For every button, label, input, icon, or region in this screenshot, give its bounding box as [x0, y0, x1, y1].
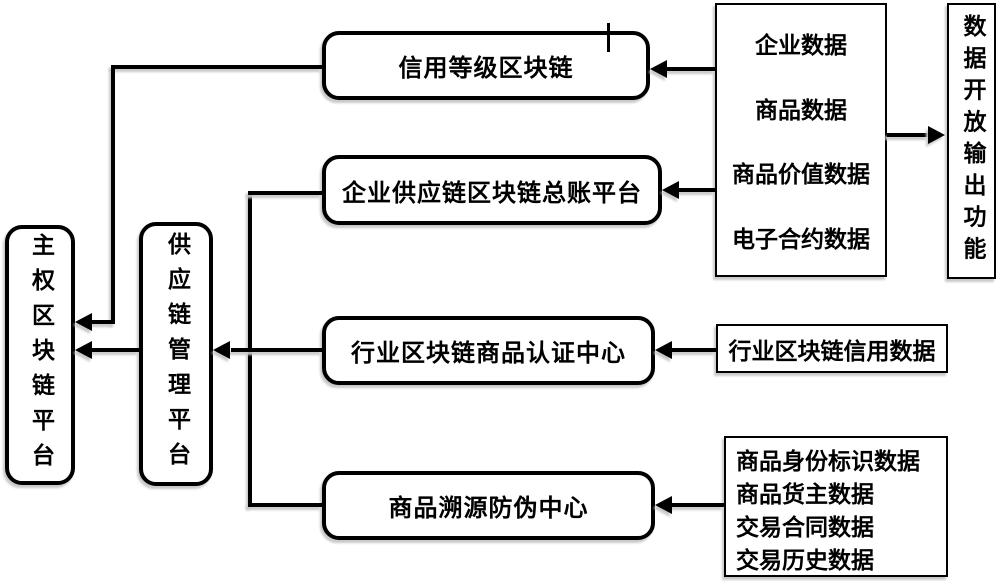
- node-supply-chain-management-platform: 供应链管理平台: [139, 222, 213, 486]
- connector-enterprisedata-to-output-line: [887, 133, 928, 137]
- arrowhead-into-sovereign-bottom: [75, 341, 92, 359]
- connector-industrycredit-to-cert-line: [672, 348, 716, 352]
- data-item: 商品数据: [755, 97, 847, 124]
- connector-supply-to-sovereign-line: [91, 348, 139, 352]
- node-industry-certification-center: 行业区块链商品认证中心: [322, 316, 655, 385]
- node-label: 企业供应链区块链总账平台: [342, 178, 642, 207]
- arrowhead-into-cert-center: [655, 341, 672, 359]
- data-item: 商品身份标识数据: [736, 449, 920, 475]
- connector-enterprisedata-to-ledger-line: [679, 188, 715, 192]
- data-item: 交易合同数据: [736, 515, 874, 541]
- node-traceability-anticounterfeit-center: 商品溯源防伪中心: [322, 471, 655, 540]
- node-enterprise-ledger-platform: 企业供应链区块链总账平台: [322, 155, 662, 225]
- arrowhead-into-data-output: [928, 126, 945, 144]
- arrowhead-into-trace-center: [655, 496, 672, 514]
- arrowhead-into-ledger-platform: [662, 181, 679, 199]
- node-credit-rating-blockchain: 信用等级区块链: [322, 31, 650, 100]
- node-label: 主权区块链平台: [27, 232, 54, 478]
- node-goods-data-list: 商品身份标识数据 商品货主数据 交易合同数据 交易历史数据: [724, 436, 948, 577]
- arrowhead-into-credit-blockchain: [650, 60, 667, 78]
- connector-enterprisedata-to-credit-line: [667, 67, 715, 71]
- connector-cert-to-supply-line: [231, 348, 322, 352]
- data-item: 电子合约数据: [732, 226, 870, 253]
- data-item: 商品货主数据: [736, 482, 874, 508]
- connector-credit-to-sovereign-stub: [90, 320, 114, 324]
- node-label: 供应链管理平台: [163, 231, 190, 477]
- connector-credit-to-sovereign-hline: [111, 65, 322, 69]
- node-label: 商品溯源防伪中心: [388, 494, 589, 522]
- node-label: 行业区块链信用数据: [728, 338, 936, 365]
- node-label: 信用等级区块链: [398, 54, 574, 82]
- node-data-open-output-function: 数据开放输出功能: [947, 3, 996, 279]
- node-industry-credit-data: 行业区块链信用数据: [716, 324, 948, 373]
- node-sovereign-blockchain-platform: 主权区块链平台: [5, 225, 75, 485]
- arrowhead-into-sovereign-top: [75, 313, 92, 331]
- node-label: 行业区块链商品认证中心: [351, 339, 626, 367]
- connector-credit-to-sovereign-vline: [111, 65, 115, 324]
- data-item: 交易历史数据: [736, 548, 874, 574]
- connector-trunk-bottom-hline: [248, 503, 322, 507]
- connector-goodsdata-to-trace-line: [672, 503, 724, 507]
- connector-trunk-top-hline: [248, 191, 322, 195]
- data-item: 企业数据: [755, 33, 847, 60]
- node-label: 数据开放输出功能: [959, 14, 985, 268]
- data-item: 商品价值数据: [732, 162, 870, 189]
- arrowhead-into-supply-mgmt: [213, 341, 230, 359]
- node-enterprise-data-list: 企业数据 商品数据 商品价值数据 电子合约数据: [715, 3, 887, 277]
- text-cursor-artifact: [607, 23, 610, 52]
